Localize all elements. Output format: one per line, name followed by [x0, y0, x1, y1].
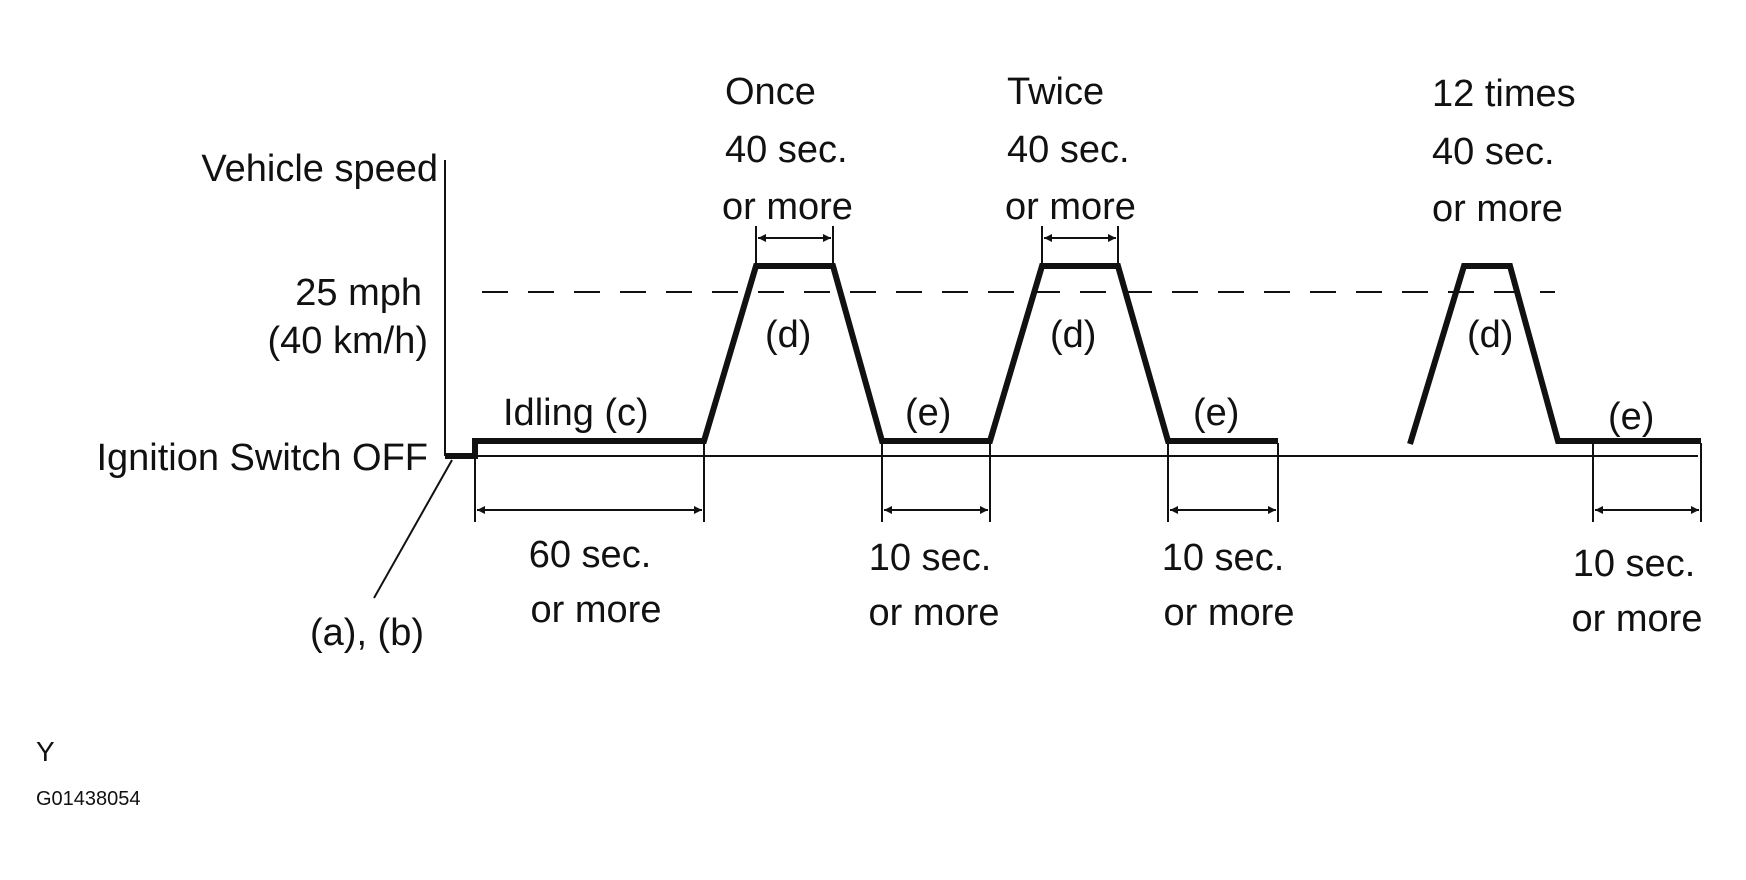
vehicle-speed-label: Vehicle speed: [201, 148, 438, 190]
e2-duration-line1: 10 sec.: [1162, 537, 1285, 579]
speed-kmh-label: (40 km/h): [268, 320, 428, 362]
e2-duration-line2: or more: [1164, 592, 1295, 634]
duration-arrows: [477, 234, 1699, 514]
e-label-1: (e): [905, 392, 951, 434]
e1-duration-line2: or more: [869, 592, 1000, 634]
ignition-switch-off-label: Ignition Switch OFF: [96, 437, 428, 479]
peak-1-duration-2: or more: [722, 186, 853, 228]
e-label-2: (e): [1193, 392, 1239, 434]
e3-duration-line1: 10 sec.: [1573, 543, 1696, 585]
d-label-1: (d): [765, 314, 811, 356]
code-letter: Y: [36, 736, 55, 767]
peak-1-count: Once: [725, 71, 816, 113]
idling-duration-line1: 60 sec.: [529, 534, 652, 576]
ab-step-label: (a), (b): [310, 612, 424, 654]
peak-3-duration: 40 sec.: [1432, 131, 1555, 173]
duration-ticks: [474, 226, 1702, 522]
peak-1-duration: 40 sec.: [725, 129, 848, 171]
peak-2-count: Twice: [1007, 71, 1104, 113]
e1-duration-line1: 10 sec.: [869, 537, 992, 579]
peak-2-duration: 40 sec.: [1007, 129, 1130, 171]
peak-2-duration-2: or more: [1005, 186, 1136, 228]
speed-mph-label: 25 mph: [295, 272, 422, 314]
idling-duration-line2: or more: [531, 589, 662, 631]
peak-3-duration-2: or more: [1432, 188, 1563, 230]
speed-trace-main: [445, 263, 1278, 459]
e3-duration-line2: or more: [1572, 598, 1703, 640]
idling-label: Idling (c): [503, 392, 649, 434]
d-label-3: (d): [1467, 314, 1513, 356]
e-label-3: (e): [1608, 396, 1654, 438]
figure-id: G01438054: [36, 788, 141, 810]
peak-3-count: 12 times: [1432, 73, 1576, 115]
ab-leader-line: [373, 459, 453, 599]
speed-trace-final: [1407, 263, 1701, 445]
d-label-2: (d): [1050, 314, 1096, 356]
